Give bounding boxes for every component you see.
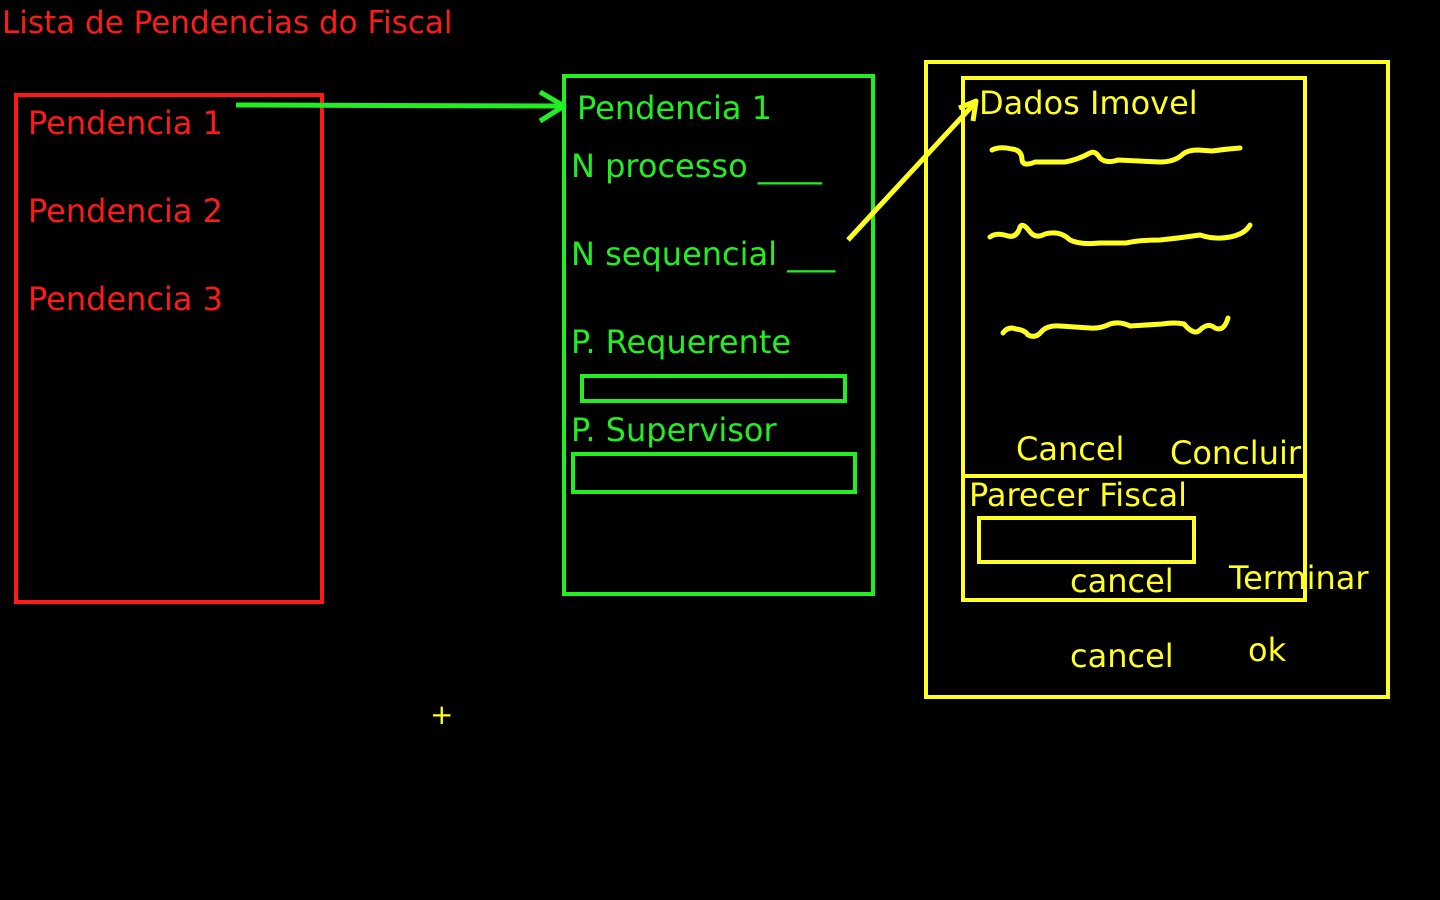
list-item-pendencia-3[interactable]: Pendencia 3 [28, 280, 224, 318]
pendencia-detail-panel: Pendencia 1 N processo ____ N sequencial… [562, 74, 875, 596]
ok-button[interactable]: ok [1248, 631, 1287, 669]
detail-title: Pendencia 1 [577, 89, 773, 127]
p-requerente-field[interactable] [580, 374, 847, 403]
list-item-pendencia-2[interactable]: Pendencia 2 [28, 192, 224, 230]
p-supervisor-label: P. Supervisor [571, 411, 777, 449]
parecer-fiscal-field[interactable] [977, 516, 1196, 564]
page-title: Lista de Pendencias do Fiscal [2, 5, 453, 41]
dados-imovel-panel [961, 76, 1307, 478]
n-sequencial-label: N sequencial ___ [571, 235, 836, 273]
outer-dialog [924, 60, 1390, 699]
outer-cancel-button[interactable]: cancel [1070, 637, 1174, 675]
pendencias-list: Pendencia 1 Pendencia 2 Pendencia 3 [14, 93, 324, 604]
green-arrow-head [538, 89, 567, 124]
list-item-pendencia-1[interactable]: Pendencia 1 [28, 104, 224, 142]
cancel-button[interactable]: Cancel [1016, 430, 1125, 468]
dados-imovel-title: Dados Imovel [979, 84, 1198, 122]
parecer-cancel-button[interactable]: cancel [1070, 562, 1174, 600]
parecer-fiscal-panel [961, 474, 1307, 602]
n-processo-label: N processo ____ [571, 147, 822, 185]
concluir-button[interactable]: Concluir [1170, 434, 1302, 472]
crosshair-cursor: + [430, 698, 454, 731]
p-requerente-label: P. Requerente [571, 323, 792, 361]
parecer-fiscal-title: Parecer Fiscal [969, 476, 1187, 514]
p-supervisor-field[interactable] [571, 452, 857, 494]
terminar-button[interactable]: Terminar [1229, 559, 1369, 597]
